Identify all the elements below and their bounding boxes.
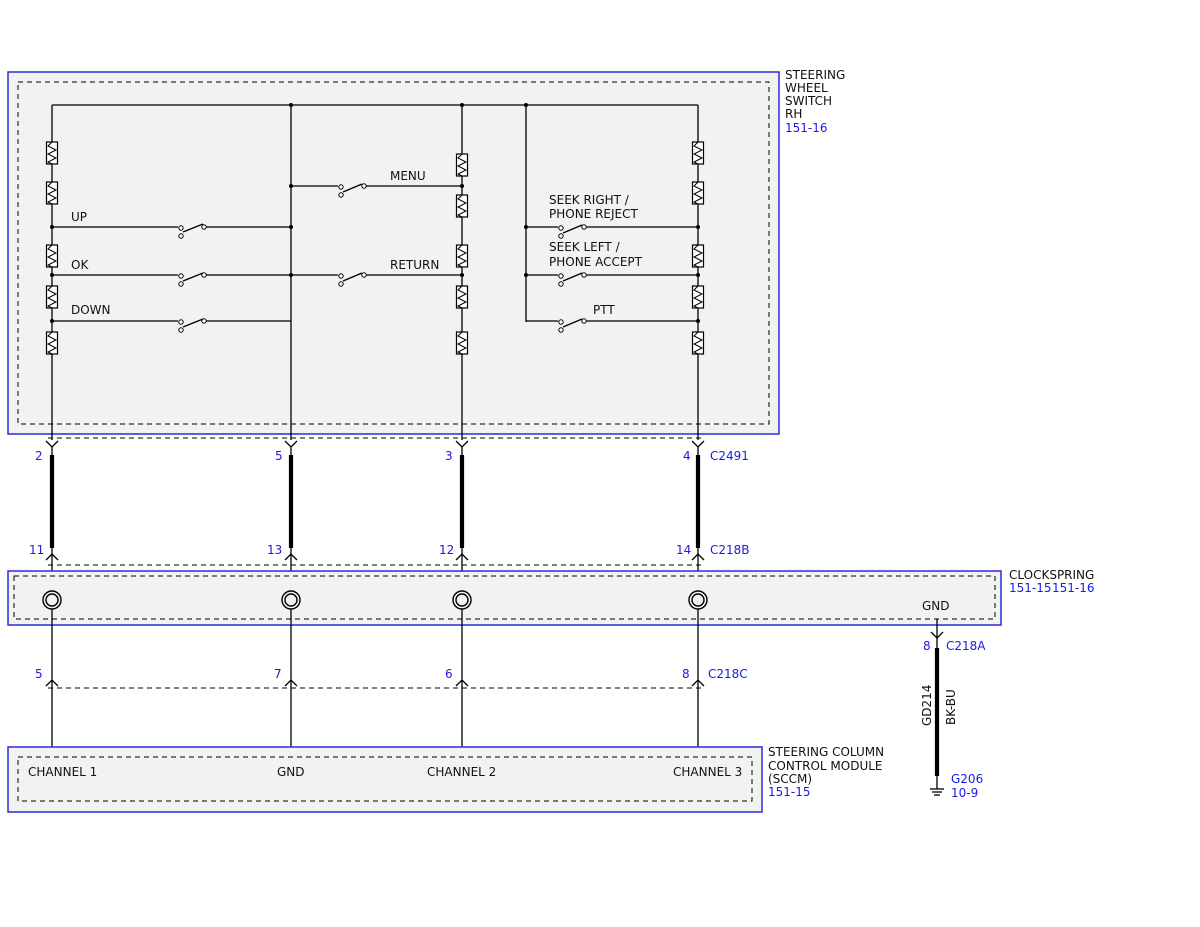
ground-circuit-id: GD214 — [920, 685, 934, 726]
label-seek-left-1: SEEK LEFT / — [549, 240, 621, 254]
c2491-pin-4: 4 — [683, 449, 691, 463]
sccm-ref: 151-15 — [768, 785, 811, 799]
steering-switch-name-3: SWITCH — [785, 94, 832, 108]
sccm-name-3: (SCCM) — [768, 772, 812, 786]
clockspring — [7, 570, 1002, 626]
c218b-pin-2: 13 — [267, 543, 282, 557]
ground-wire-color: BK-BU — [944, 689, 958, 725]
ground-point-ref: 10-9 — [951, 786, 978, 800]
c218b-pin-4: 14 — [676, 543, 691, 557]
c2491-pin-3: 3 — [445, 449, 453, 463]
c218c-name: C218C — [708, 667, 748, 681]
sccm-pin-channel-2: CHANNEL 2 — [427, 765, 496, 779]
switch-return — [291, 272, 464, 287]
steering-wheel-switch — [7, 71, 780, 435]
label-ptt: PTT — [593, 303, 615, 317]
switch-ptt — [526, 318, 700, 333]
steering-switch-ref: 151-16 — [785, 121, 828, 135]
c2491-name: C2491 — [710, 449, 749, 463]
switch-ok — [50, 272, 293, 287]
c218b-name: C218B — [710, 543, 750, 557]
c218c-pin-2: 7 — [274, 667, 282, 681]
c218c-pin-3: 6 — [445, 667, 453, 681]
sccm-pin-channel-3: CHANNEL 3 — [673, 765, 742, 779]
sccm-name-2: CONTROL MODULE — [768, 759, 883, 773]
connector-c2491 — [45, 440, 705, 448]
steering-switch-name-4: RH — [785, 107, 802, 121]
sccm-pin-gnd: GND — [277, 765, 305, 779]
c2491-pin-1: 2 — [35, 449, 43, 463]
label-seek-right-2: PHONE REJECT — [549, 207, 638, 221]
label-ok: OK — [71, 258, 89, 272]
c218c-pin-4: 8 — [682, 667, 690, 681]
c218c-pin-1: 5 — [35, 667, 43, 681]
label-return: RETURN — [390, 258, 439, 272]
ground-branch — [930, 619, 944, 796]
clockspring-gnd: GND — [922, 599, 950, 613]
sccm-name-1: STEERING COLUMN — [768, 745, 884, 759]
switch-down — [50, 318, 291, 333]
switch-seek-right — [524, 224, 700, 239]
c218b-pin-3: 12 — [439, 543, 454, 557]
label-up: UP — [71, 210, 87, 224]
steering-switch-name-2: WHEEL — [785, 81, 828, 95]
ground-point-id: G206 — [951, 772, 983, 786]
clockspring-ref-1: 151-15 — [1009, 581, 1052, 595]
switch-up — [50, 223, 293, 239]
label-menu: MENU — [390, 169, 426, 183]
steering-switch-label: STEERING WHEEL SWITCH RH 151-16 — [785, 68, 845, 135]
switch-seek-left — [524, 272, 700, 287]
c218b-pin-1: 11 — [29, 543, 44, 557]
sccm-module — [7, 746, 763, 813]
c218a-pin: 8 — [923, 639, 931, 653]
clockspring-name: CLOCKSPRING — [1009, 568, 1094, 582]
c2491-pin-2: 5 — [275, 449, 283, 463]
switch-menu — [289, 183, 464, 198]
connector-c218c — [45, 679, 705, 687]
label-seek-left-2: PHONE ACCEPT — [549, 255, 643, 269]
c218a-name: C218A — [946, 639, 986, 653]
label-seek-right-1: SEEK RIGHT / — [549, 193, 630, 207]
clockspring-ref-2: 151-16 — [1052, 581, 1095, 595]
steering-switch-name-1: STEERING — [785, 68, 845, 82]
sccm-label: STEERING COLUMN CONTROL MODULE (SCCM) 15… — [768, 745, 884, 799]
harness-wires — [49, 447, 701, 548]
sccm-pin-channel-1: CHANNEL 1 — [28, 765, 97, 779]
label-down: DOWN — [71, 303, 111, 317]
